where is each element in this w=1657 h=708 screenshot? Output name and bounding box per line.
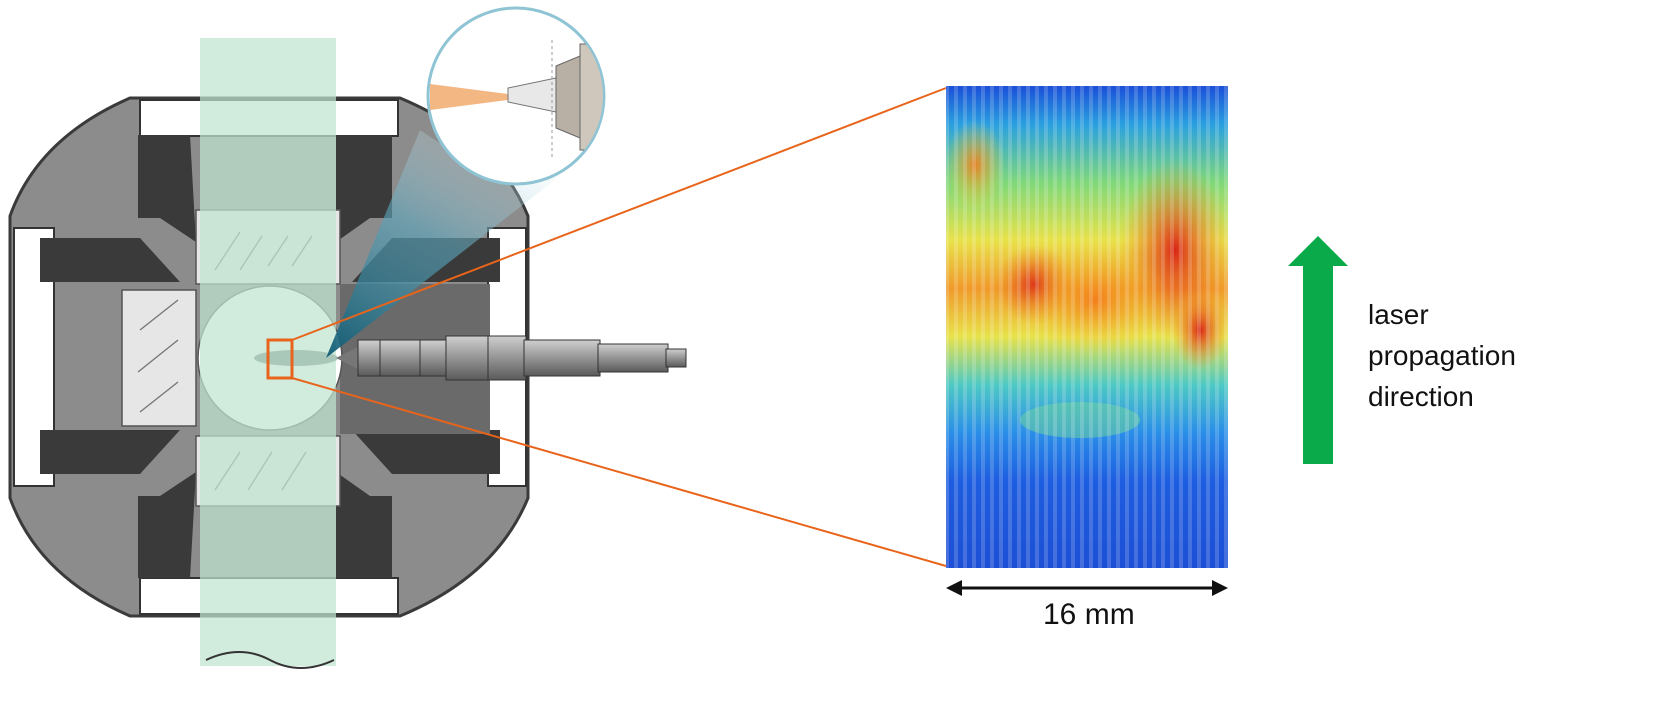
magnifier-beam [326,130,560,358]
zoom-line-top [291,87,947,341]
spray-icon [430,84,508,110]
spray-plume [254,350,338,366]
thread-block-top-left [138,135,196,242]
scale-bar [946,580,1228,596]
laser-direction-label: laser propagation direction [1368,294,1516,417]
thread-block-bottom-right [336,472,392,578]
region-of-interest-box [266,338,294,380]
thread-block-bottom-left [138,472,196,578]
thread-block-left-bottom [40,430,180,474]
window-left [121,289,197,427]
laser-sheet-break [205,651,335,669]
zoom-line-bottom [291,377,947,567]
scale-bar-label: 16 mm [1043,598,1135,631]
lif-image [945,86,1230,568]
laser-label-line-2: propagation [1368,340,1516,371]
injector [336,335,687,381]
nozzle-detail-lens [426,6,606,186]
propagation-arrow [1288,236,1348,464]
laser-label-line-1: laser [1368,299,1429,330]
thread-block-left-top [40,238,180,282]
laser-label-line-3: direction [1368,381,1474,412]
thread-block-right-bottom [352,430,500,474]
thread-block-top-right [336,135,392,242]
